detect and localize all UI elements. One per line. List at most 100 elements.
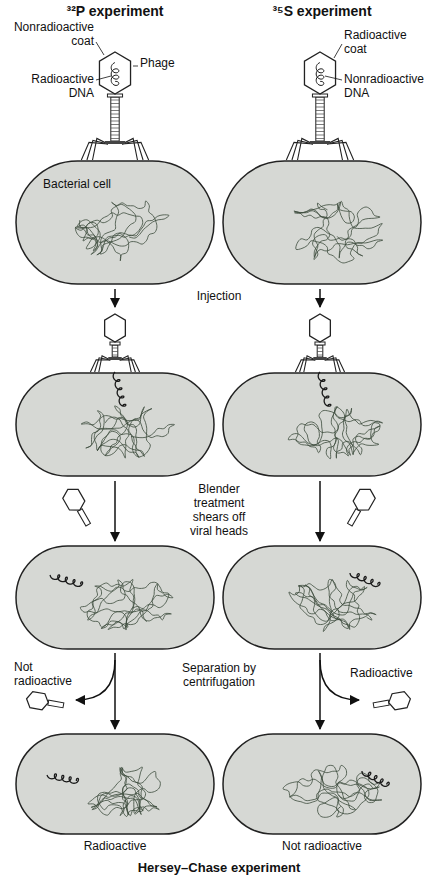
tail-stripe bbox=[316, 128, 324, 129]
tail-stripe bbox=[112, 351, 118, 352]
process-arrow bbox=[319, 289, 321, 307]
phage-dna bbox=[111, 63, 119, 86]
process-arrow bbox=[319, 481, 321, 541]
tail-stripe bbox=[111, 135, 119, 136]
phage-tail bbox=[48, 700, 64, 708]
tail-stripe bbox=[111, 121, 119, 122]
result-label: Not radioactive bbox=[14, 660, 80, 688]
tail-stripe bbox=[111, 131, 119, 132]
sheared-phage bbox=[60, 485, 96, 529]
separation-arrow bbox=[76, 660, 115, 700]
leader-line bbox=[96, 76, 111, 80]
illustration-group bbox=[16, 52, 421, 713]
tail-stripe bbox=[316, 138, 324, 139]
result-label: Not radioactive bbox=[222, 839, 422, 853]
tail-fiber bbox=[90, 360, 110, 372]
process-arrow bbox=[114, 481, 116, 541]
phage-head bbox=[351, 485, 378, 515]
process-arrow bbox=[114, 289, 116, 307]
cell-outline bbox=[15, 733, 215, 835]
phage-tail bbox=[112, 345, 118, 357]
tail-stripe bbox=[317, 351, 323, 352]
sheared-phage bbox=[25, 691, 65, 714]
tail-stripe bbox=[316, 117, 324, 118]
tail-fiber bbox=[327, 142, 354, 160]
bacterial-cell-outline bbox=[16, 161, 214, 284]
radioactive-dna bbox=[362, 771, 389, 786]
step-label: Blender treatment shears off viral heads bbox=[182, 482, 256, 538]
bacterial-chromosome bbox=[289, 579, 376, 631]
tail-stripe bbox=[317, 355, 323, 356]
tail-stripe bbox=[111, 110, 119, 111]
bacterial-cell-outline bbox=[223, 373, 421, 476]
bacterial-chromosome bbox=[81, 406, 174, 458]
bacterial-chromosome bbox=[294, 201, 383, 263]
result-label: Radioactive bbox=[15, 839, 215, 853]
bacterial-cell-outline bbox=[223, 734, 421, 834]
tail-stripe bbox=[111, 100, 119, 101]
tail-stripe bbox=[316, 107, 324, 108]
tail-stripe bbox=[316, 110, 324, 111]
experiment-title: ³²P experiment bbox=[15, 3, 215, 19]
tail-stripe bbox=[111, 107, 119, 108]
leader-line bbox=[325, 76, 342, 80]
tail-stripe bbox=[111, 138, 119, 139]
tail-fiber bbox=[120, 360, 140, 372]
bacterial-cell: Not radioactive bbox=[222, 733, 422, 853]
radioactive-dna bbox=[50, 575, 83, 587]
tail-stripe bbox=[316, 121, 324, 122]
result-label: Radioactive bbox=[350, 666, 430, 680]
bacterial-cell: Bacterial cell bbox=[15, 160, 215, 285]
cell-outline bbox=[222, 733, 422, 835]
leader-line bbox=[133, 66, 138, 67]
bacterial-cell-outline bbox=[16, 734, 214, 834]
phage-head bbox=[105, 314, 126, 342]
cell-label: Bacterial cell bbox=[43, 177, 111, 191]
tail-fiber bbox=[295, 360, 315, 372]
part-label: Radioactive coat bbox=[344, 28, 424, 56]
leader-line bbox=[96, 42, 104, 55]
step-label: Injection bbox=[169, 289, 269, 303]
base-plate bbox=[313, 357, 326, 360]
bacterial-cell-outline bbox=[16, 373, 214, 476]
tail-stripe bbox=[316, 100, 324, 101]
tail-stripe bbox=[316, 103, 324, 104]
phage-head bbox=[60, 485, 87, 515]
tail-stripe bbox=[316, 124, 324, 125]
part-label: Phage bbox=[140, 56, 190, 70]
base-plate bbox=[108, 357, 121, 360]
phage-tail bbox=[111, 97, 119, 141]
bacterial-cell-outline bbox=[223, 546, 421, 649]
phage-tail bbox=[78, 509, 91, 526]
phage-head bbox=[25, 691, 49, 711]
tail-stripe bbox=[112, 348, 118, 349]
base-plate bbox=[310, 141, 330, 144]
tail-stripe bbox=[316, 135, 324, 136]
sheared-phage bbox=[342, 485, 378, 529]
tail-stripe bbox=[111, 114, 119, 115]
bacterial-chromosome bbox=[80, 579, 173, 630]
tail-stripe bbox=[111, 117, 119, 118]
tail-stripe bbox=[316, 114, 324, 115]
bacterial-cell: Radioactive bbox=[15, 733, 215, 853]
phage-tail bbox=[317, 345, 323, 357]
injected-dna bbox=[113, 372, 126, 406]
bacterial-chromosome bbox=[283, 765, 382, 817]
tail-stripe bbox=[111, 128, 119, 129]
phage-head bbox=[387, 691, 411, 711]
bacterial-chromosome bbox=[288, 407, 382, 459]
tail-stripe bbox=[111, 103, 119, 104]
radioactive-dna bbox=[47, 774, 78, 783]
phage-tail bbox=[373, 700, 389, 708]
phage-tail bbox=[348, 509, 361, 526]
leader-line bbox=[334, 44, 342, 58]
bacterial-chromosome bbox=[88, 767, 160, 817]
tail-stripe bbox=[317, 348, 323, 349]
sheared-phage bbox=[372, 691, 412, 714]
phage-head bbox=[99, 52, 130, 94]
bacterial-chromosome bbox=[75, 201, 169, 261]
step-label: Separation by centrifugation bbox=[174, 661, 264, 689]
part-label: Nonradioactive DNA bbox=[344, 72, 435, 100]
tail-stripe bbox=[112, 355, 118, 356]
radioactive-dna bbox=[350, 573, 380, 587]
